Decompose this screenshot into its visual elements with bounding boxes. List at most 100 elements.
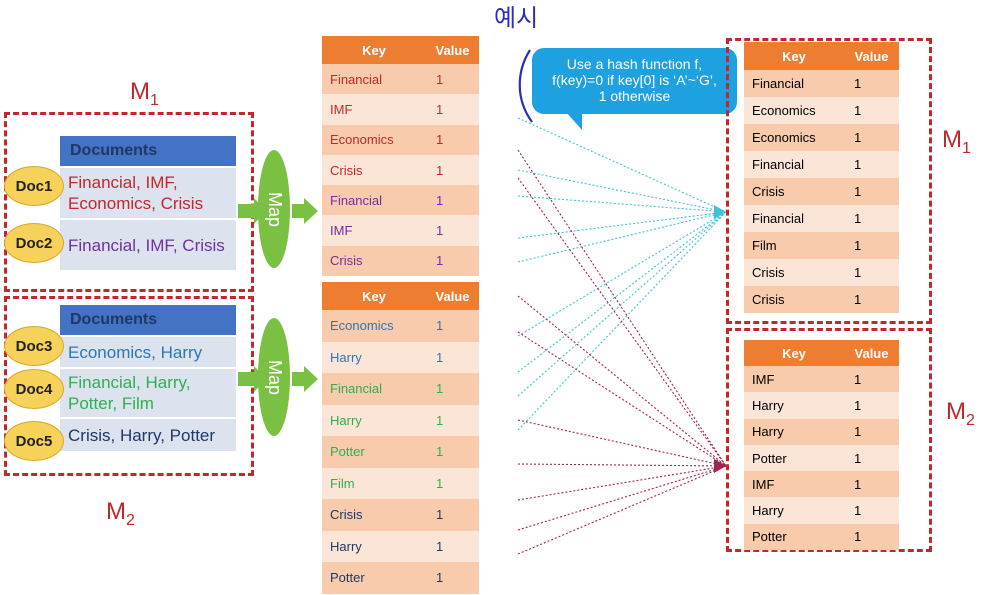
value-cell: 1 bbox=[844, 205, 899, 232]
value-cell: 1 bbox=[844, 523, 899, 551]
key-cell: IMF bbox=[322, 215, 426, 246]
m2-right-dashed-box bbox=[726, 328, 932, 552]
shuffle-line bbox=[517, 211, 727, 337]
key-cell: Financial bbox=[322, 373, 426, 405]
m2-label-right: M2 bbox=[946, 398, 975, 430]
hash-function-callout: Use a hash function f, f(key)=0 if key[0… bbox=[532, 48, 737, 114]
key-cell: Economics bbox=[744, 97, 844, 124]
value-cell: 1 bbox=[844, 232, 899, 259]
m1-right-letter: M bbox=[942, 126, 962, 153]
shuffle-line bbox=[517, 463, 727, 467]
key-cell: Crisis bbox=[744, 178, 844, 205]
value-cell: 1 bbox=[426, 530, 479, 562]
doc5-text: Crisis, Harry, Potter bbox=[60, 419, 236, 451]
m1-label-left: M1 bbox=[130, 78, 159, 110]
value-cell: 1 bbox=[844, 366, 899, 393]
key-cell: Harry bbox=[322, 404, 426, 436]
doc3-text: Economics, Harry bbox=[60, 337, 236, 367]
shuffle-line bbox=[517, 331, 727, 467]
m2-left-sub: 2 bbox=[126, 512, 135, 529]
key-cell: Harry bbox=[744, 497, 844, 524]
value-cell: 1 bbox=[426, 499, 479, 531]
value-cell: 1 bbox=[844, 259, 899, 286]
shuffle-line bbox=[517, 465, 727, 531]
key-cell: Potter bbox=[322, 436, 426, 468]
shuffle-line bbox=[517, 211, 727, 431]
key-cell: Harry bbox=[744, 418, 844, 445]
key-cell: Economics bbox=[744, 124, 844, 151]
value-cell: 1 bbox=[844, 151, 899, 178]
value-cell: 1 bbox=[426, 436, 479, 468]
arrow-doc-to-map-2 bbox=[238, 372, 256, 386]
key-cell: Harry bbox=[322, 341, 426, 373]
value-cell: 1 bbox=[426, 64, 479, 95]
doc1-badge: Doc1 bbox=[4, 166, 64, 206]
shuffle-line bbox=[517, 295, 727, 467]
key-cell: Crisis bbox=[322, 154, 426, 186]
value-cell: 1 bbox=[844, 444, 899, 472]
value-cell: 1 bbox=[426, 404, 479, 436]
header-key: Key bbox=[744, 340, 844, 366]
shuffle-line bbox=[517, 195, 727, 213]
m1-left-sub: 1 bbox=[150, 92, 159, 109]
map-oval-1: Map bbox=[258, 150, 290, 268]
m1-right-dashed-box bbox=[726, 38, 932, 324]
key-cell: IMF bbox=[744, 471, 844, 498]
key-cell: Economics bbox=[322, 124, 426, 155]
header-value: Value bbox=[844, 42, 899, 70]
callout-tail bbox=[566, 112, 582, 130]
arrow-map-to-table-2-head bbox=[304, 366, 318, 392]
shuffle-line bbox=[517, 211, 727, 263]
value-cell: 1 bbox=[844, 70, 899, 97]
value-cell: 1 bbox=[426, 341, 479, 373]
value-cell: 1 bbox=[844, 392, 899, 419]
key-cell: Financial bbox=[322, 185, 426, 216]
value-cell: 1 bbox=[426, 373, 479, 405]
key-cell: Potter bbox=[322, 562, 426, 594]
key-cell: Film bbox=[744, 232, 844, 259]
key-cell: IMF bbox=[744, 366, 844, 393]
value-cell: 1 bbox=[426, 467, 479, 499]
value-cell: 1 bbox=[426, 245, 479, 277]
handwritten-bracket bbox=[518, 49, 533, 123]
shuffle-line bbox=[517, 419, 727, 467]
key-cell: Harry bbox=[744, 392, 844, 419]
key-cell: Financial bbox=[744, 205, 844, 232]
key-cell: Financial bbox=[744, 151, 844, 178]
doc4-text: Financial, Harry, Potter, Film bbox=[60, 369, 236, 417]
value-cell: 1 bbox=[426, 215, 479, 246]
m1-left-dashed-box bbox=[4, 112, 254, 292]
key-cell: Financial bbox=[744, 70, 844, 97]
m2-right-sub: 2 bbox=[966, 412, 975, 429]
documents-header-1: Documents bbox=[60, 136, 236, 166]
m1-left-letter: M bbox=[130, 78, 150, 105]
hash-note-line2: f(key)=0 if key[0] is ‘A’~‘G’, bbox=[552, 72, 717, 88]
header-value: Value bbox=[844, 340, 899, 366]
value-cell: 1 bbox=[844, 97, 899, 124]
value-cell: 1 bbox=[426, 154, 479, 186]
key-cell: IMF bbox=[322, 94, 426, 125]
shuffle-line bbox=[517, 149, 727, 467]
value-cell: 1 bbox=[844, 418, 899, 445]
